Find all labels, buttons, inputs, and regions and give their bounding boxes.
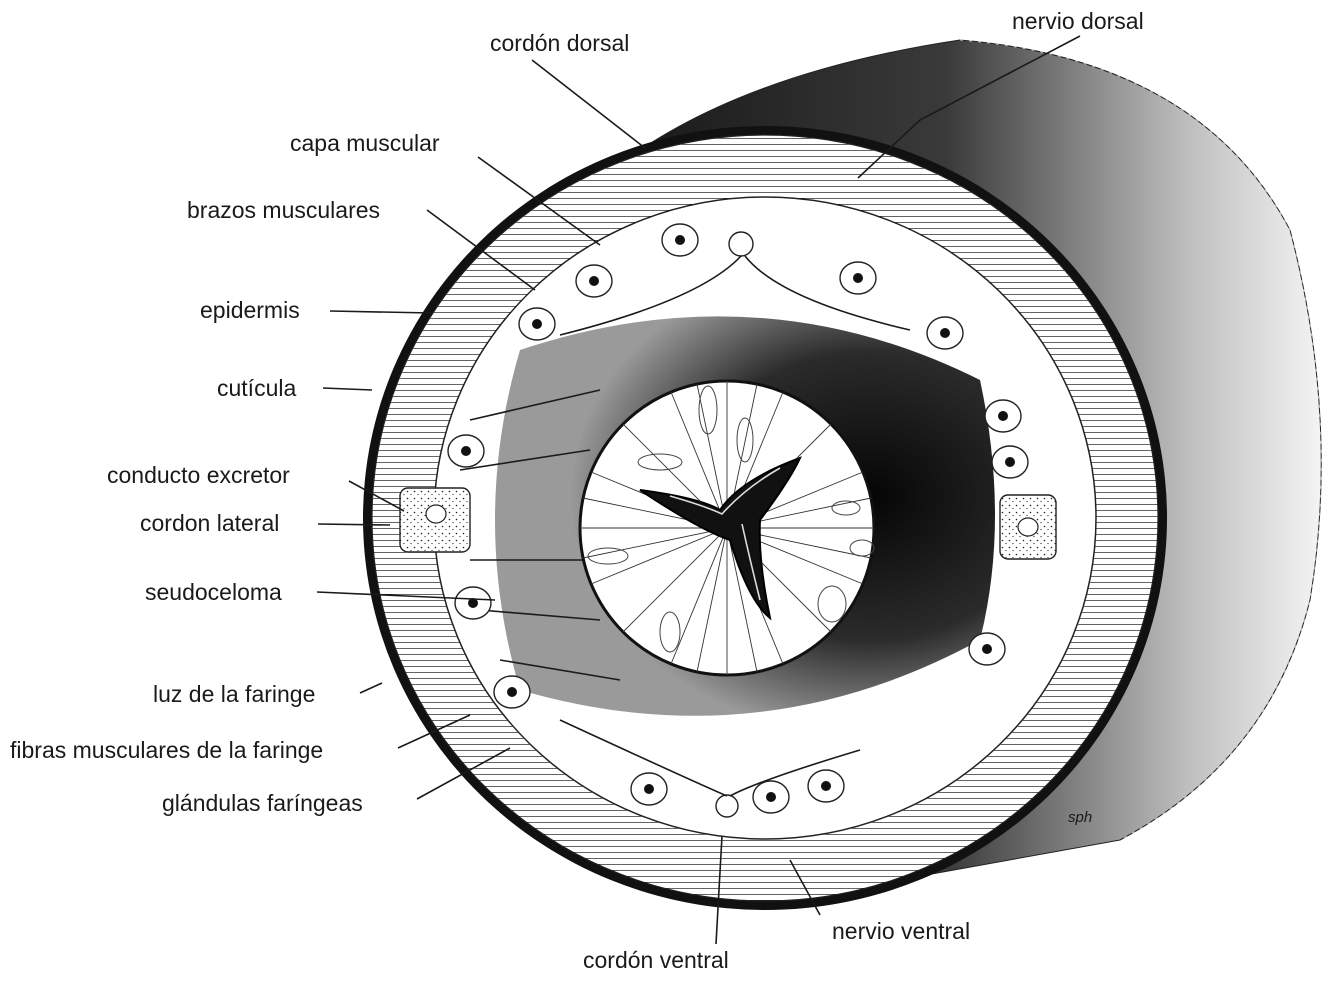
label-epidermis: epidermis	[200, 297, 300, 323]
label-nervio-ventral: nervio ventral	[832, 918, 970, 944]
label-fibras-musculares: fibras musculares de la faringe	[10, 737, 323, 763]
label-brazos-musculares: brazos musculares	[187, 197, 380, 223]
label-cordon-dorsal: cordón dorsal	[490, 30, 629, 56]
label-seudoceloma: seudoceloma	[145, 579, 282, 605]
label-luz-faringe: luz de la faringe	[153, 681, 315, 707]
label-glandulas: glándulas faríngeas	[162, 790, 363, 816]
label-cuticula: cutícula	[217, 375, 296, 401]
artist-signature: sph	[1068, 809, 1092, 826]
label-capa-muscular: capa muscular	[290, 130, 440, 156]
label-nervio-dorsal: nervio dorsal	[1012, 8, 1144, 34]
pharynx	[580, 381, 874, 675]
label-conducto-excretor: conducto excretor	[107, 462, 290, 488]
label-cordon-ventral: cordón ventral	[583, 947, 729, 973]
label-cordon-lateral: cordon lateral	[140, 510, 279, 536]
